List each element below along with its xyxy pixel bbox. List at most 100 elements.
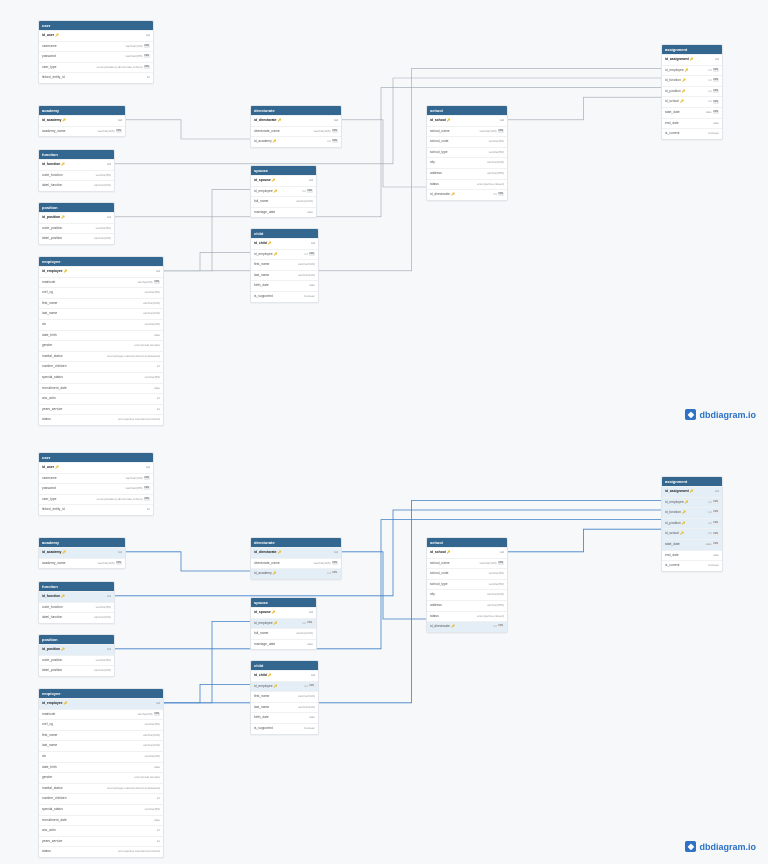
table-row[interactable]: id_user🔑int: [39, 462, 153, 473]
relation-line-assignment-employee[interactable]: [162, 68, 661, 272]
relation-line-assignment-position[interactable]: [113, 87, 661, 218]
table-row[interactable]: id_position🔑int: [39, 212, 114, 223]
table-header[interactable]: school: [427, 106, 507, 115]
relation-line-assignment-function[interactable]: [113, 509, 661, 597]
table-header[interactable]: position: [39, 203, 114, 212]
table-header[interactable]: directorate: [251, 106, 341, 115]
table-header[interactable]: spouse: [251, 166, 316, 175]
relation-line-directorate-academy[interactable]: [124, 119, 250, 140]
table-row[interactable]: id_user🔑int: [39, 30, 153, 41]
table-header[interactable]: academy: [39, 538, 125, 547]
relation-line-assignment-position[interactable]: [113, 519, 661, 650]
table-header[interactable]: academy: [39, 106, 125, 115]
relation-line-assignment-school[interactable]: [506, 96, 661, 121]
table-header[interactable]: assignment: [662, 45, 722, 54]
relation-line-assignment-school[interactable]: [506, 528, 661, 553]
table-row[interactable]: id_directorate🔑int: [251, 547, 341, 558]
table-header[interactable]: position: [39, 635, 114, 644]
table-header[interactable]: function: [39, 150, 114, 159]
table-row[interactable]: id_school🔑int: [427, 547, 507, 558]
table-header[interactable]: function: [39, 582, 114, 591]
table-header[interactable]: child: [251, 229, 318, 238]
table-row[interactable]: id_employee🔑int: [39, 266, 163, 277]
table-row[interactable]: id_function🔑int: [39, 159, 114, 170]
table-header[interactable]: spouse: [251, 598, 316, 607]
table-header[interactable]: child: [251, 661, 318, 670]
relation-line-child-employee[interactable]: [162, 684, 250, 704]
table-row[interactable]: id_position🔑int: [39, 644, 114, 655]
relation-line-school-directorate[interactable]: [340, 119, 426, 188]
relation-line-assignment-function[interactable]: [113, 77, 661, 165]
table-header[interactable]: user: [39, 21, 153, 30]
table-header[interactable]: employee: [39, 257, 163, 266]
